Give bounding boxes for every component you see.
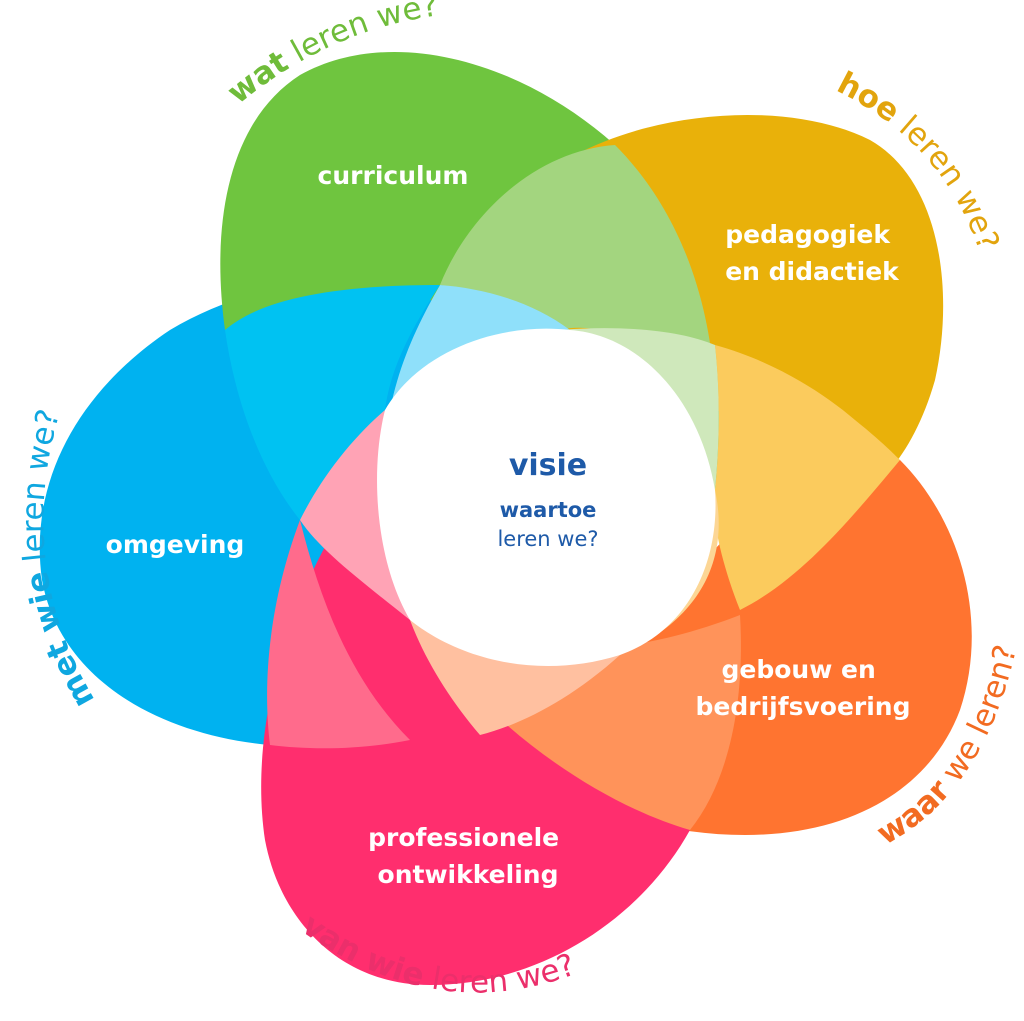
label-blue: omgeving (106, 530, 245, 559)
overlap-yellow-light (560, 328, 719, 490)
center-question-bold: waartoe (500, 498, 597, 522)
overlap-blue-left (225, 285, 440, 520)
center-question-rest: leren we? (497, 527, 598, 551)
overlap-pink-blue (267, 520, 410, 749)
label-orange: gebouw en bedrijfsvoering (696, 655, 911, 721)
overlap-yellow-right (713, 345, 900, 610)
label-green: curriculum (318, 161, 469, 190)
petal-pink (261, 520, 690, 985)
center-title: visie (509, 448, 587, 483)
label-yellow: pedagogiek en didactiek (725, 220, 900, 286)
center-region (377, 328, 716, 667)
overlap-pink-light (300, 410, 410, 620)
label-pink: professionele ontwikkeling (368, 823, 568, 889)
overlap-green-yellow (440, 145, 715, 390)
